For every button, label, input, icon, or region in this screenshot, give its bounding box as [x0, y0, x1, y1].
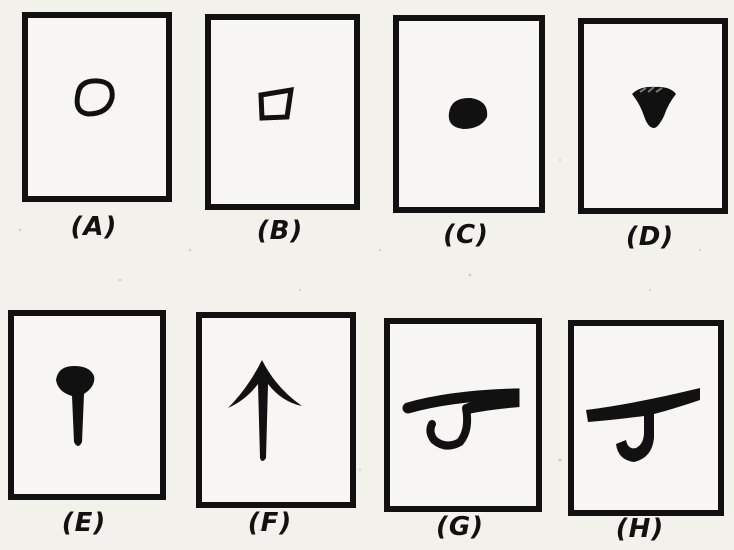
arrow-up-icon: [202, 318, 350, 502]
hook-outline-icon: [390, 324, 536, 506]
outline-oval-icon: [28, 18, 166, 196]
panel-b: [205, 14, 360, 210]
caption-e: (E): [24, 508, 144, 538]
filled-oval-icon: [399, 21, 539, 207]
panel-c: [393, 15, 545, 213]
cone-blob-icon: [584, 24, 722, 208]
caption-b: (B): [220, 216, 340, 246]
panel-d: [578, 18, 728, 214]
caption-c: (C): [406, 220, 526, 250]
panel-e: [8, 310, 166, 500]
stem-blob-icon: [14, 316, 160, 494]
panel-h: [568, 320, 724, 516]
caption-h: (H): [580, 514, 700, 544]
caption-g: (G): [400, 512, 520, 542]
panel-g: [384, 318, 542, 512]
panel-f: [196, 312, 356, 508]
caption-f: (F): [210, 508, 330, 538]
panel-a: [22, 12, 172, 202]
outline-trapezoid-icon: [211, 20, 354, 204]
caption-a: (A): [34, 212, 154, 242]
caption-d: (D): [590, 222, 710, 252]
hook-filled-icon: [574, 326, 718, 510]
